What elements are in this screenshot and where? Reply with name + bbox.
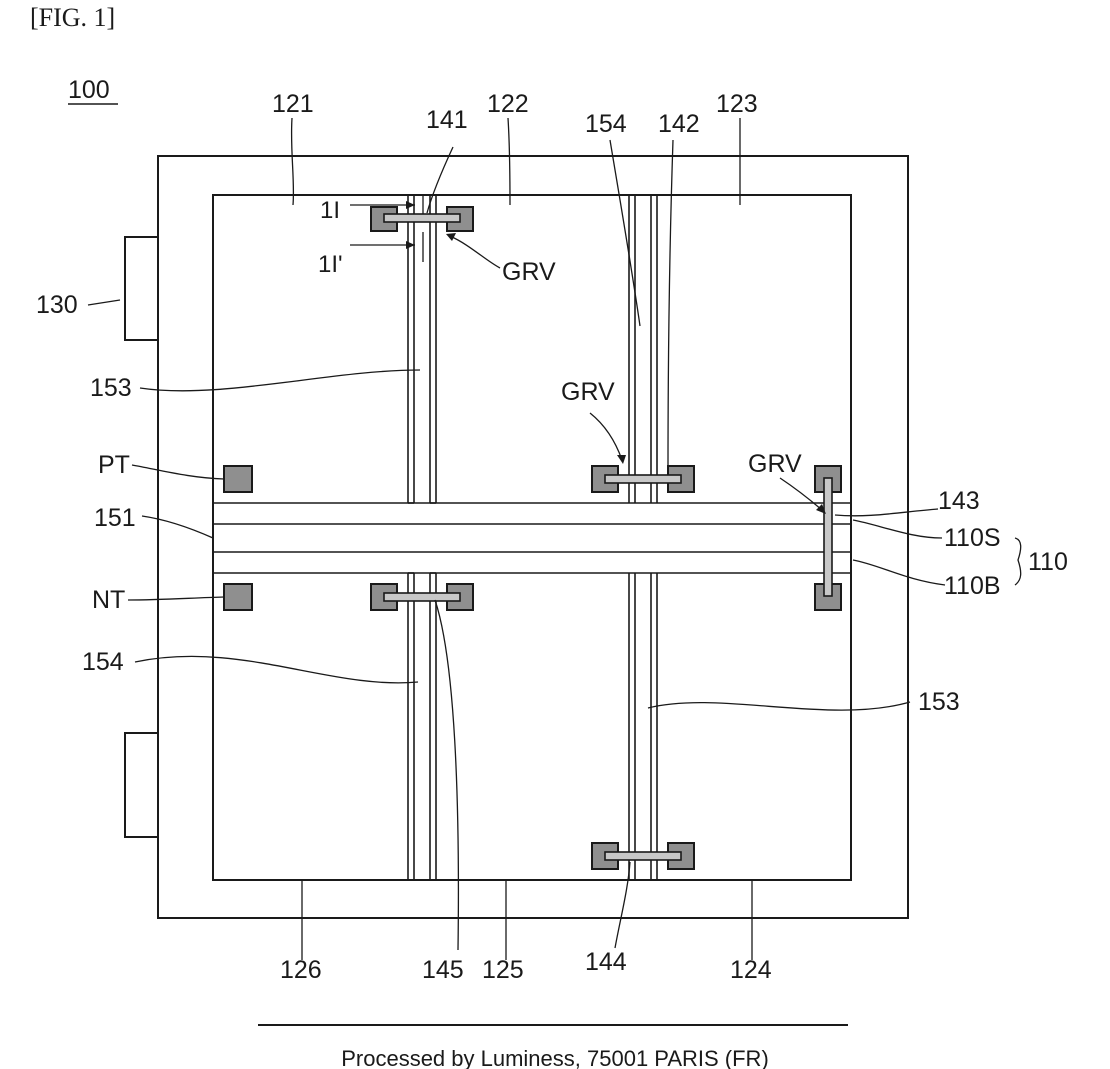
footer-text: Processed by Luminess, 75001 PARIS (FR) (341, 1046, 769, 1069)
label-125: 125 (482, 956, 524, 984)
dim-label-1: 1I (320, 197, 340, 224)
label-151: 151 (94, 504, 136, 532)
label-110: 110 (1028, 548, 1068, 576)
label-121: 121 (272, 90, 314, 118)
label-124: 124 (730, 956, 772, 984)
connector-lower (125, 733, 158, 837)
bridge-145 (371, 584, 473, 610)
bridge-141 (371, 207, 473, 231)
label-126: 126 (280, 956, 322, 984)
label-154-bottom: 154 (82, 648, 124, 676)
label-grv-3: GRV (748, 450, 802, 478)
label-122: 122 (487, 90, 529, 118)
label-grv-2: GRV (561, 378, 615, 406)
figure-title: [FIG. 1] (30, 3, 115, 32)
vertical-channel-left (408, 195, 436, 880)
bridge-142 (592, 466, 694, 492)
label-144: 144 (585, 948, 627, 976)
label-145: 145 (422, 956, 464, 984)
ref-100: 100 (68, 76, 110, 104)
bridge-143 (815, 466, 841, 610)
label-143: 143 (938, 487, 980, 515)
label-nt: NT (92, 586, 125, 614)
label-141: 141 (426, 106, 468, 134)
label-110s: 110S (944, 524, 1001, 552)
label-123: 123 (716, 90, 758, 118)
nt-terminal (224, 584, 252, 610)
label-130: 130 (36, 291, 78, 319)
vertical-channel-right (629, 195, 657, 880)
dim-label-2: 1I' (318, 251, 343, 278)
bridge-144 (592, 843, 694, 869)
label-154-top: 154 (585, 110, 627, 138)
label-153-left: 153 (90, 374, 132, 402)
leader-lines (88, 118, 1021, 960)
connector-upper (125, 237, 158, 340)
label-153-right: 153 (918, 688, 960, 716)
label-110b: 110B (944, 572, 1001, 600)
label-pt: PT (98, 451, 130, 479)
pt-terminal (224, 466, 252, 492)
label-grv-1: GRV (502, 258, 556, 286)
label-142: 142 (658, 110, 700, 138)
inner-area (213, 195, 851, 880)
